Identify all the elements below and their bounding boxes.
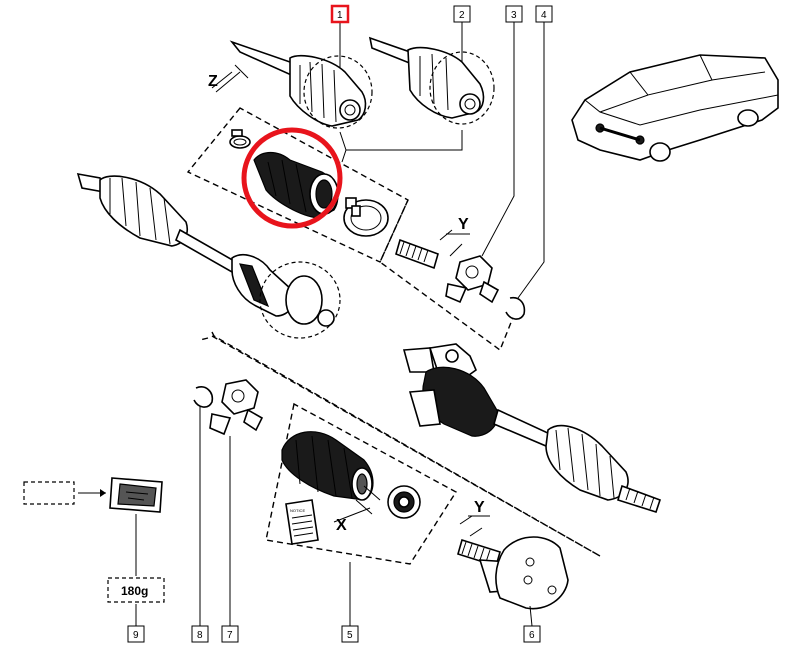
grease-weight-label: 180g xyxy=(121,584,148,598)
part-1-cv-joint-top[interactable] xyxy=(229,40,373,129)
dimension-z-label: Z xyxy=(208,73,218,90)
part-1-boot-highlighted[interactable] xyxy=(241,127,343,229)
dimension-x-label: X xyxy=(336,517,347,534)
callout-6[interactable]: 6 xyxy=(523,625,541,643)
leader-boot-to-parts xyxy=(341,130,463,163)
tripod-kit-dashed-group-upper xyxy=(379,199,521,352)
notice-title: NOTICE xyxy=(290,508,305,513)
leader-6 xyxy=(529,605,533,627)
svg-text:3: 3 xyxy=(511,10,517,21)
dimension-y-upper-label: Y xyxy=(458,216,469,233)
svg-text:8: 8 xyxy=(197,630,203,641)
boot-kit-dashed-group-lower xyxy=(265,402,457,565)
svg-text:4: 4 xyxy=(541,10,547,21)
bearing-ring-icon xyxy=(387,485,421,519)
clamp-small-icon xyxy=(229,129,251,149)
dimension-y-upper: Y xyxy=(439,216,470,257)
vehicle-location-thumbnail xyxy=(571,54,779,162)
callout-2[interactable]: 2 xyxy=(453,5,471,23)
driveshaft-lower[interactable] xyxy=(402,343,662,513)
driveshaft-upper[interactable] xyxy=(76,172,341,339)
dimension-y-lower: Y xyxy=(459,499,490,537)
callout-8[interactable]: 8 xyxy=(191,625,209,643)
part-6-stub-flange[interactable] xyxy=(457,536,569,610)
callout-7[interactable]: 7 xyxy=(221,625,239,643)
part-9-grease-sachet[interactable] xyxy=(23,477,163,513)
part-2-tripod-housing[interactable] xyxy=(368,36,495,125)
svg-text:9: 9 xyxy=(133,630,139,641)
callout-3[interactable]: 3 xyxy=(505,5,523,23)
callout-9[interactable]: 9 xyxy=(127,625,145,643)
boot-kit-dashed-group-upper xyxy=(186,107,409,263)
clamp-large-icon xyxy=(343,197,389,237)
notice-leaflet-icon: NOTICE xyxy=(285,499,319,545)
svg-text:2: 2 xyxy=(459,10,465,21)
dimension-z: Z xyxy=(208,64,249,93)
dashed-group-lower xyxy=(199,331,601,557)
grease-weight-box xyxy=(107,577,165,603)
part-7-tripod[interactable] xyxy=(209,379,264,436)
svg-text:6: 6 xyxy=(529,630,535,641)
part-5-boot-lower[interactable] xyxy=(281,431,374,501)
part-8-circlip[interactable] xyxy=(193,386,214,408)
dimension-y-lower-label: Y xyxy=(474,499,485,516)
svg-text:5: 5 xyxy=(347,630,353,641)
dimension-x: X xyxy=(333,485,381,534)
svg-text:1: 1 xyxy=(337,10,343,21)
callout-4[interactable]: 4 xyxy=(535,5,553,23)
leader-3 xyxy=(481,22,515,257)
part-3-tripod[interactable] xyxy=(395,238,500,304)
callout-5[interactable]: 5 xyxy=(341,625,359,643)
svg-text:7: 7 xyxy=(227,630,233,641)
highlight-ring xyxy=(241,127,343,229)
callout-1[interactable]: 1 xyxy=(330,4,350,24)
part-4-circlip[interactable] xyxy=(505,22,545,320)
